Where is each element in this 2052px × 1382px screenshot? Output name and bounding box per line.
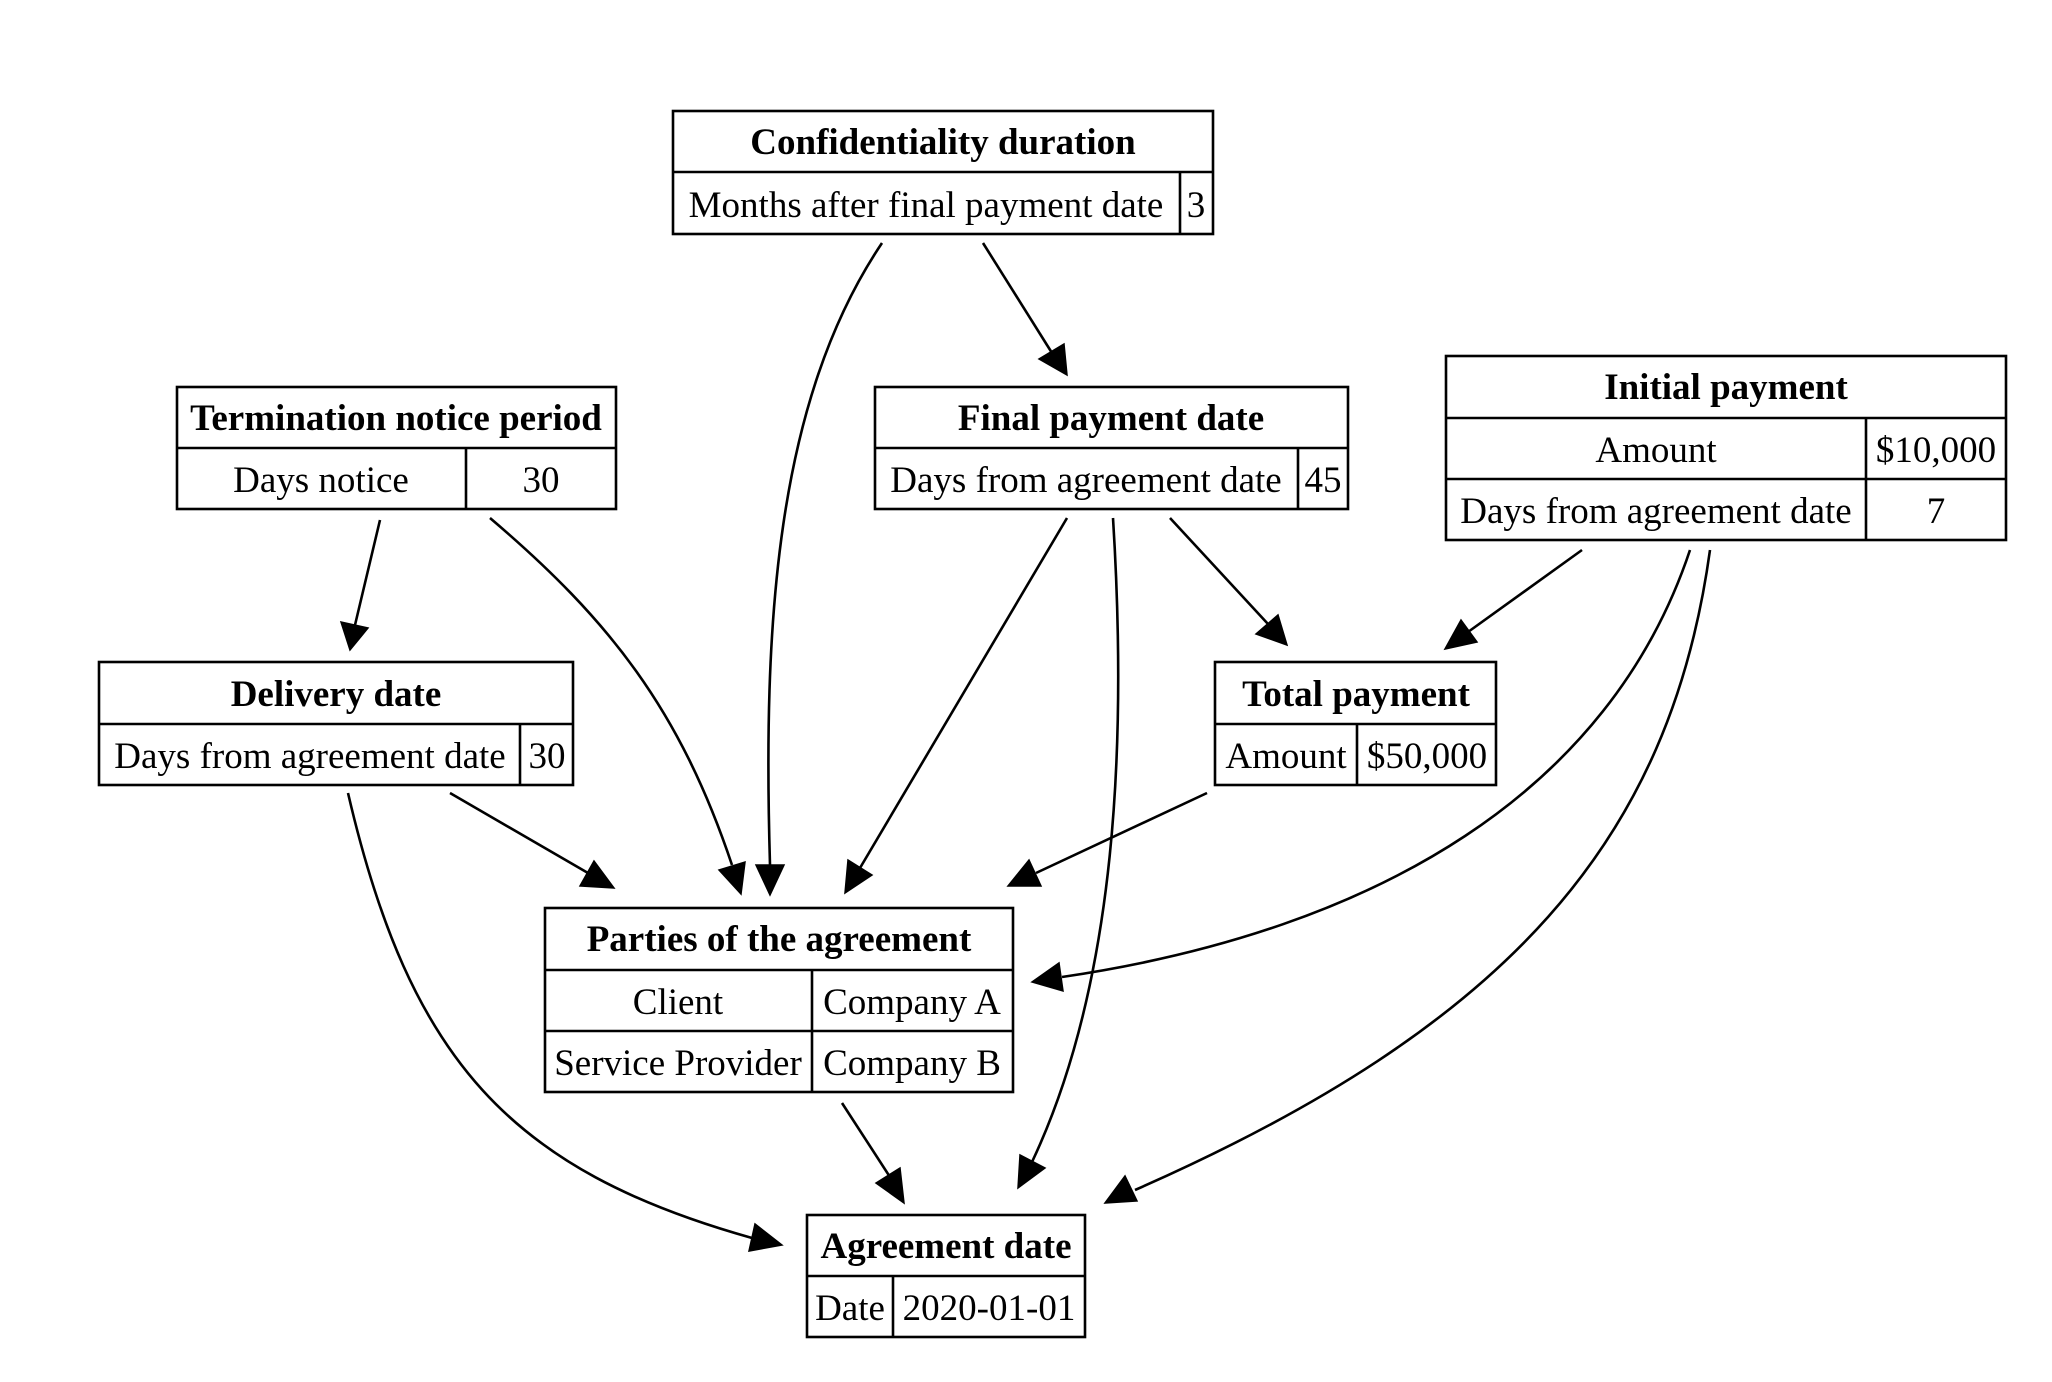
node-title: Total payment (1242, 674, 1471, 715)
edge-delivery-to-parties (449, 791, 589, 875)
arrowhead-icon (1006, 858, 1043, 887)
node-title: Parties of the agreement (587, 919, 972, 960)
arrowhead-icon (1103, 1174, 1139, 1204)
arrowhead-icon (339, 620, 370, 652)
cell-value: 3 (1187, 185, 1206, 226)
edges (339, 242, 1712, 1252)
edge-total-payment-to-parties (1035, 791, 1208, 875)
arrowhead-icon (1037, 342, 1068, 377)
arrowhead-icon (1017, 1153, 1047, 1190)
cell-label: Days from agreement date (1460, 491, 1851, 532)
cell-label: Date (815, 1288, 885, 1329)
node-title: Delivery date (231, 674, 442, 715)
arrowhead-icon (1254, 613, 1289, 647)
edge-final-payment-to-parties (858, 517, 1069, 869)
edge-final-payment-to-total-payment (1169, 517, 1269, 625)
cell-value: Company B (823, 1043, 1001, 1084)
cell-value: $10,000 (1876, 430, 1996, 471)
node-initial-payment: Initial payment Amount $10,000 Days from… (1444, 354, 2008, 542)
cell-label: Days from agreement date (890, 460, 1281, 501)
cell-value: 30 (523, 460, 560, 501)
arrowhead-icon (844, 858, 874, 895)
arrowhead-icon (748, 1222, 784, 1252)
arrowhead-icon (578, 859, 616, 889)
edge-termination-to-delivery (353, 519, 382, 626)
node-title: Agreement date (820, 1226, 1071, 1267)
node-parties-of-the-agreement: Parties of the agreement Client Company … (543, 906, 1015, 1094)
cell-value: 7 (1927, 491, 1946, 532)
arrowhead-icon (1030, 961, 1064, 993)
cell-label: Amount (1595, 430, 1717, 471)
cell-label: Amount (1225, 736, 1347, 777)
edge-termination-to-parties (489, 517, 734, 866)
cell-value: Company A (823, 982, 1001, 1023)
node-title: Final payment date (958, 398, 1264, 439)
arrowhead-icon (874, 1166, 905, 1205)
cell-value: 45 (1305, 460, 1342, 501)
cell-value: 30 (529, 736, 566, 777)
node-confidentiality-duration: Confidentiality duration Months after fi… (671, 109, 1215, 236)
node-termination-notice-period: Termination notice period Days notice 30 (175, 385, 618, 511)
cell-value: 2020-01-01 (903, 1288, 1076, 1329)
node-agreement-date: Agreement date Date 2020-01-01 (805, 1213, 1087, 1339)
cell-label: Service Provider (554, 1043, 802, 1084)
cell-label: Days from agreement date (114, 736, 505, 777)
cell-label: Days notice (233, 460, 409, 501)
arrowhead-icon (1443, 618, 1479, 651)
cell-label: Months after final payment date (689, 185, 1164, 226)
node-delivery-date: Delivery date Days from agreement date 3… (97, 660, 575, 787)
edge-initial-payment-to-total-payment (1467, 548, 1583, 634)
edge-initial-payment-to-agreement (1134, 549, 1712, 1192)
edge-delivery-to-agreement (346, 792, 753, 1240)
arrowhead-icon (754, 864, 786, 897)
edge-confidentiality-to-final-payment (981, 242, 1054, 354)
cell-label: Client (633, 982, 724, 1023)
node-title: Initial payment (1604, 367, 1848, 408)
edge-initial-payment-to-parties (1061, 549, 1692, 979)
cell-value: $50,000 (1367, 736, 1487, 777)
node-final-payment-date: Final payment date Days from agreement d… (873, 385, 1350, 511)
node-total-payment: Total payment Amount $50,000 (1213, 660, 1498, 787)
node-title: Termination notice period (190, 398, 602, 439)
node-title: Confidentiality duration (750, 122, 1136, 163)
edge-confidentiality-to-parties (767, 242, 884, 866)
arrowhead-icon (717, 860, 746, 896)
edge-final-payment-to-agreement (1030, 517, 1120, 1163)
edge-parties-to-agreement (840, 1102, 892, 1178)
